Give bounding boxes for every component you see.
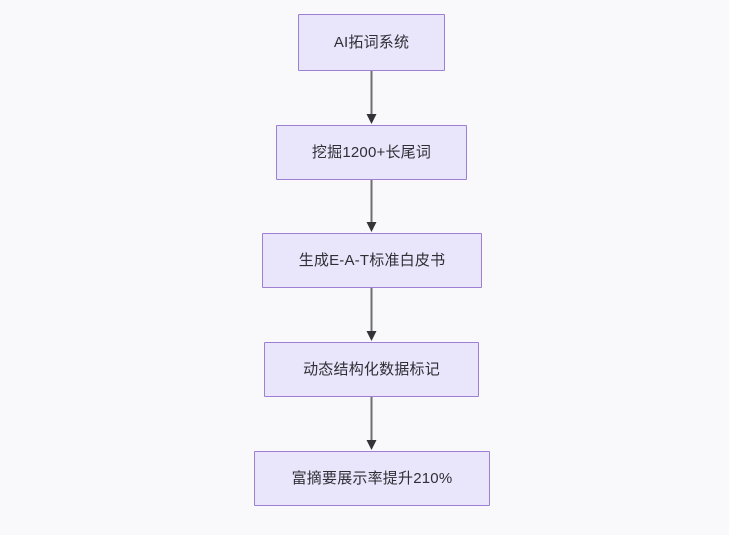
node-label: AI拓词系统 <box>333 33 410 51</box>
edge-n2-n3 <box>366 180 377 232</box>
flowchart-node-generate-eat-whitepaper[interactable]: 生成E-A-T标准白皮书 <box>262 233 482 288</box>
edge-n4-n5 <box>366 397 377 450</box>
flowchart-node-rich-snippet-impression-lift[interactable]: 富摘要展示率提升210% <box>254 451 490 506</box>
edge-n1-n2 <box>366 71 377 124</box>
flowchart-node-dynamic-structured-data-markup[interactable]: 动态结构化数据标记 <box>264 342 479 397</box>
node-label: 挖掘1200+长尾词 <box>311 143 432 161</box>
node-label: 动态结构化数据标记 <box>303 360 440 378</box>
edge-n3-n4 <box>366 288 377 341</box>
node-label: 富摘要展示率提升210% <box>291 469 453 487</box>
flowchart-node-mine-longtail-keywords[interactable]: 挖掘1200+长尾词 <box>276 125 467 180</box>
flowchart-node-ai-keyword-system[interactable]: AI拓词系统 <box>298 14 445 71</box>
node-label: 生成E-A-T标准白皮书 <box>298 251 446 269</box>
